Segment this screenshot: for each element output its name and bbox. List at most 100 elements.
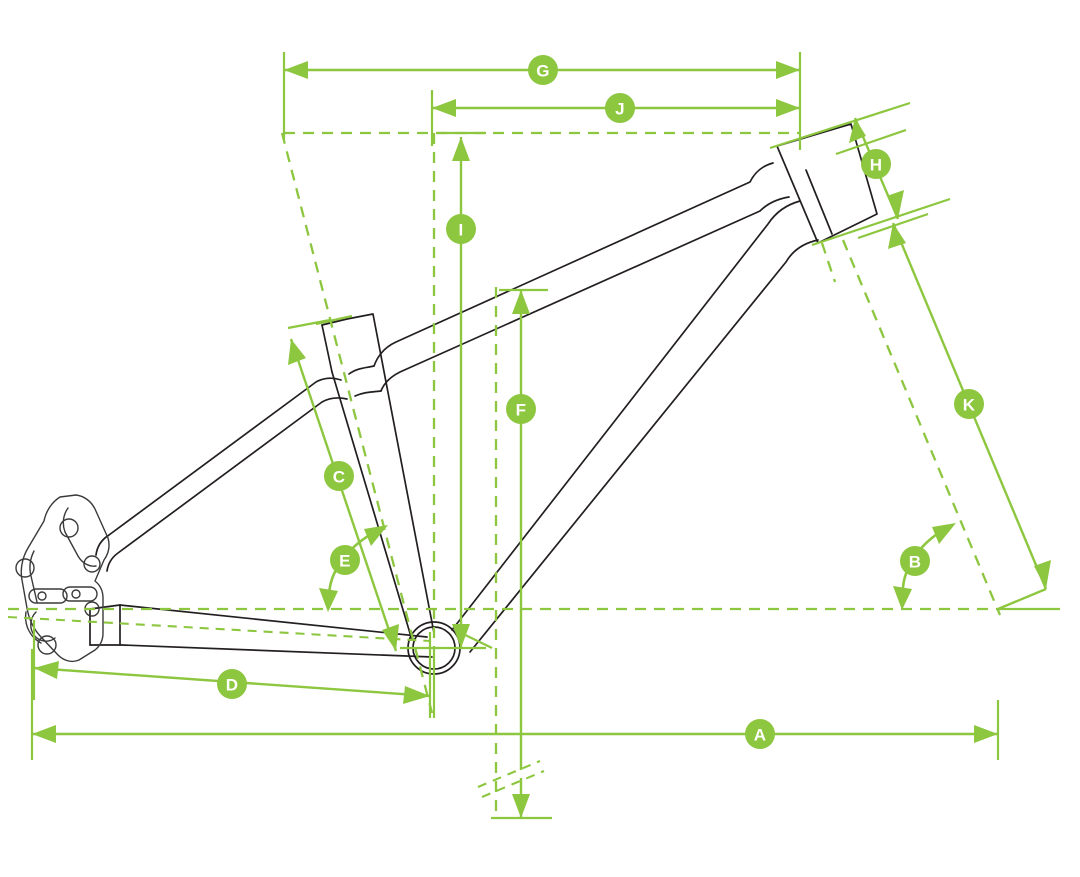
badge-D-label: D	[226, 676, 239, 695]
dimension-H-arrow-top	[849, 118, 866, 143]
dimension-A-arrow-left	[32, 725, 56, 743]
seat-cluster-fillet	[348, 365, 375, 375]
dimension-I	[452, 137, 470, 648]
badge-C-label: C	[333, 468, 346, 487]
badge-I-circle	[446, 214, 476, 244]
dropout-slot-left-pin	[37, 591, 47, 601]
dimension-G-arrow-left	[284, 61, 308, 79]
break-stroke-1	[477, 760, 541, 788]
down-tube-lower-edge	[469, 239, 819, 653]
seat-stay-lower-edge	[106, 397, 348, 572]
dropout-hole-mid	[83, 555, 101, 573]
seat-tube	[346, 313, 435, 634]
seat-stay	[95, 377, 342, 556]
head-tube	[776, 123, 878, 244]
dimension-F-arrow-top	[512, 290, 530, 314]
dimension-F-arrow-bottom	[512, 794, 530, 818]
dropout-hole-upper-left	[15, 558, 35, 578]
badge-E-label: E	[339, 552, 351, 571]
chain-stay-lower-edge	[89, 644, 433, 658]
badge-A-label: A	[754, 726, 767, 745]
dimension-C-line	[289, 338, 398, 652]
badge-F[interactable]: F	[506, 394, 536, 424]
dimension-B-arrow-lower	[893, 586, 912, 610]
dropout-hole-top	[59, 518, 79, 538]
badge-D[interactable]: D	[217, 669, 247, 699]
badge-B-label: B	[909, 553, 922, 572]
break-stroke-2	[481, 770, 545, 798]
dropout-slot-right-pin	[71, 589, 81, 599]
badge-H-circle	[861, 149, 891, 179]
seat-tube-left-edge	[321, 318, 348, 326]
dimension-C-arrow-top	[288, 339, 306, 365]
badge-A-circle	[745, 719, 775, 749]
dropout-hole-lower-left	[37, 635, 57, 655]
dimension-A-arrow-right	[974, 725, 998, 743]
dimension-K-lower-leg	[997, 587, 1047, 611]
head-tube-inner-seam	[805, 169, 833, 235]
badge-G-circle	[528, 55, 558, 85]
badge-J-label: J	[615, 100, 625, 119]
dimension-K-arrow-bottom	[1034, 560, 1051, 589]
head-tube-bottom-dashed	[820, 242, 837, 283]
dimension-E-arrow-upper	[364, 525, 388, 546]
extension-line-h-upper	[835, 128, 907, 156]
dimension-F	[477, 290, 545, 818]
chainstay-axis-dashed-line	[7, 615, 431, 643]
dimension-J-arrow-right	[776, 99, 800, 117]
badge-B-circle	[900, 546, 930, 576]
dimension-badges: G J H I F K	[217, 55, 984, 749]
badge-K-circle	[954, 389, 984, 419]
badge-I[interactable]: I	[446, 214, 476, 244]
dimension-I-arrow-top	[452, 137, 470, 161]
bicycle-frame-outline	[15, 123, 878, 675]
dimension-B-arrow-upper	[932, 523, 956, 544]
dimension-C-arrow-bottom	[382, 624, 399, 651]
dimension-E-arrow-lower	[319, 588, 338, 612]
top-tube	[373, 162, 774, 367]
badge-J[interactable]: J	[605, 93, 635, 123]
badge-F-circle	[506, 394, 536, 424]
chain-stay	[89, 604, 428, 646]
badge-D-circle	[217, 669, 247, 699]
dropout-slot-right	[62, 586, 98, 602]
seat-tube-axis-dashed	[280, 132, 434, 714]
badge-J-circle	[605, 93, 635, 123]
badge-E[interactable]: E	[330, 545, 360, 575]
dropout-brace	[29, 550, 38, 603]
dimension-K-arrow-top	[888, 223, 906, 249]
badge-A[interactable]: A	[745, 719, 775, 749]
extension-line-headtube-top	[769, 101, 911, 150]
badge-B[interactable]: B	[900, 546, 930, 576]
dimension-C	[288, 338, 399, 652]
badge-G-label: G	[536, 62, 550, 81]
dropout-slot-left	[28, 588, 68, 604]
seat-cluster-fillet-lower	[354, 390, 382, 397]
seat-tube-right-edge	[321, 324, 333, 373]
badge-C[interactable]: C	[324, 461, 354, 491]
seat-tube-body-left	[331, 371, 413, 641]
badge-G[interactable]: G	[528, 55, 558, 85]
dimension-D-arrow-left	[34, 661, 59, 679]
extension-line-headtube-bottom	[811, 197, 951, 247]
dimension-F-break-symbol	[477, 760, 545, 798]
badge-K-label: K	[963, 396, 976, 415]
badge-H[interactable]: H	[861, 149, 891, 179]
badge-E-circle	[330, 545, 360, 575]
dropout-upper-arm	[62, 507, 97, 567]
dimension-H-arrow-bottom	[887, 190, 904, 219]
construction-lines	[7, 52, 1060, 820]
dimension-lines	[32, 61, 1051, 818]
badge-K[interactable]: K	[954, 389, 984, 419]
dimension-I-arrow-bottom	[452, 624, 470, 648]
extension-line-seat-top-green	[315, 314, 353, 326]
down-tube	[451, 200, 801, 631]
badge-C-circle	[324, 461, 354, 491]
dimension-A	[32, 725, 998, 743]
top-tube-lower-edge	[380, 196, 790, 392]
badge-H-label: H	[870, 156, 883, 175]
badge-I-label: I	[458, 221, 463, 240]
dropout-hanger-curve	[24, 611, 42, 644]
